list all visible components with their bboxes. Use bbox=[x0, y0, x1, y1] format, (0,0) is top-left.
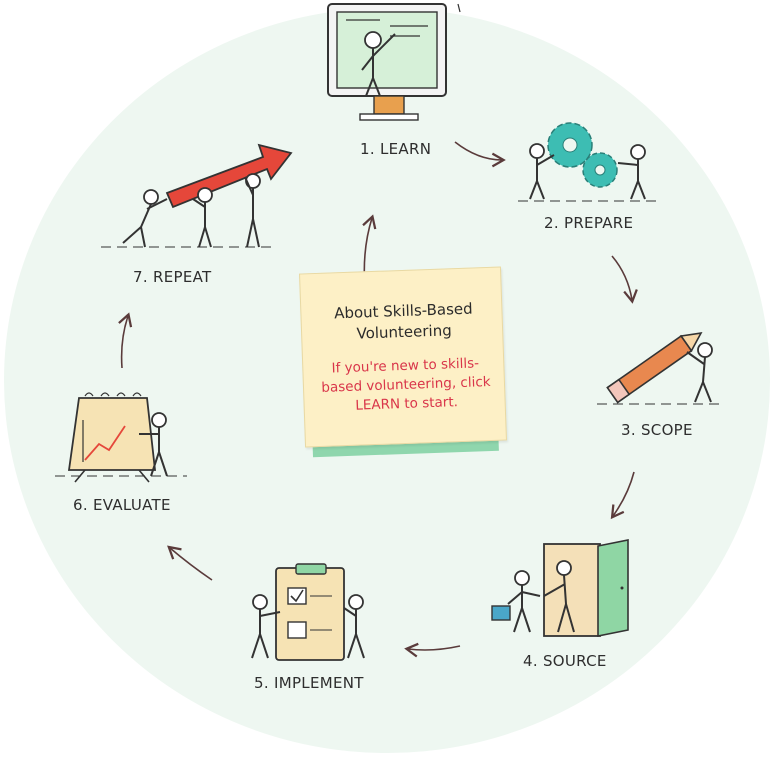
step-repeat[interactable]: 7. REPEAT bbox=[95, 135, 295, 290]
checklist-icon bbox=[251, 563, 365, 661]
flipchart-icon bbox=[55, 392, 187, 483]
growth-arrow-icon bbox=[101, 143, 293, 248]
step-label: 4. SOURCE bbox=[523, 652, 607, 670]
step-implement[interactable]: 5. IMPLEMENT bbox=[240, 560, 380, 695]
step-prepare[interactable]: 2. PREPARE bbox=[510, 115, 670, 240]
info-sticky-note: About Skills-Based Volunteering If you'r… bbox=[299, 266, 510, 458]
note-body: If you're new to skills-based volunteeri… bbox=[321, 355, 491, 414]
monitor-icon bbox=[327, 3, 461, 121]
step-label: 1. LEARN bbox=[360, 140, 432, 158]
step-label: 6. EVALUATE bbox=[73, 496, 171, 514]
step-label: 2. PREPARE bbox=[544, 214, 634, 232]
pencil-icon bbox=[597, 332, 719, 405]
step-learn[interactable]: 1. LEARN bbox=[320, 0, 470, 165]
gears-icon bbox=[518, 122, 660, 202]
step-evaluate[interactable]: 6. EVALUATE bbox=[55, 390, 195, 520]
step-label: 7. REPEAT bbox=[133, 268, 212, 286]
step-label: 5. IMPLEMENT bbox=[254, 674, 364, 692]
door-icon bbox=[491, 539, 629, 637]
note-title: About Skills-Based Volunteering bbox=[333, 299, 473, 343]
step-source[interactable]: 4. SOURCE bbox=[488, 538, 638, 673]
step-label: 3. SCOPE bbox=[621, 421, 693, 439]
step-scope[interactable]: 3. SCOPE bbox=[595, 320, 725, 445]
note-paper: About Skills-Based Volunteering If you'r… bbox=[299, 266, 507, 448]
